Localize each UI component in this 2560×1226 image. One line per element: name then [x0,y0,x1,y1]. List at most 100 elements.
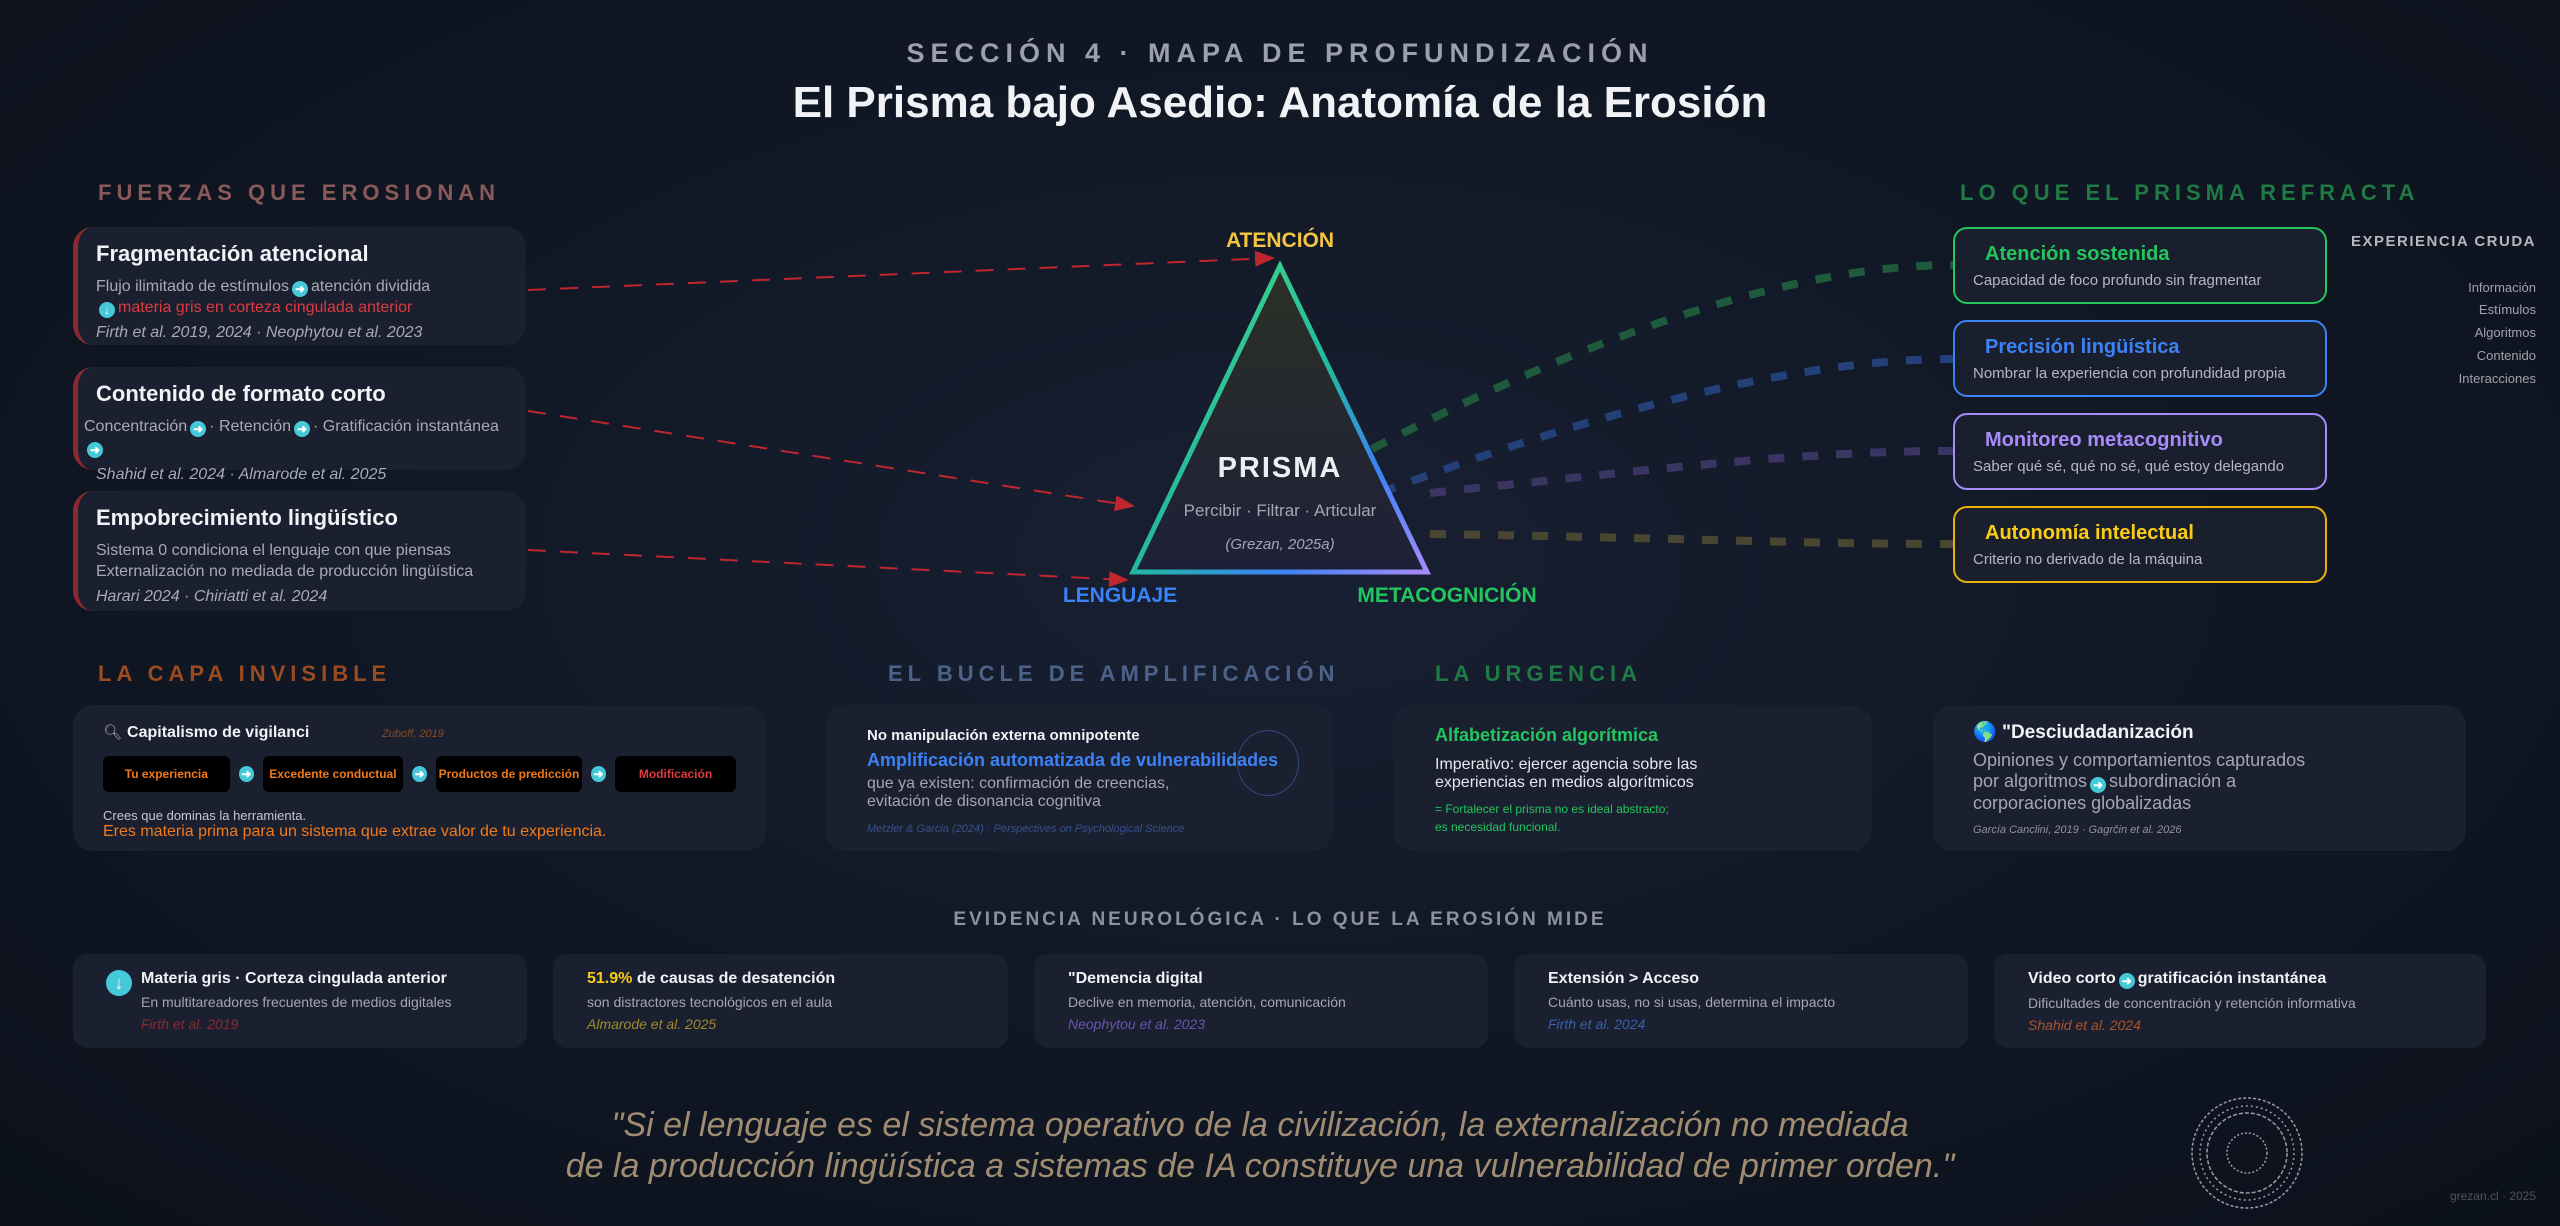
desciudadanizacion-line: corporaciones globalizadas [1973,793,2192,813]
closing-quote: "Si el lenguaje es el sistema operativo … [430,1105,2090,1187]
raw-item: Información [2468,280,2536,295]
force-cite: Firth et al. 2019, 2024 · Neophytou et a… [96,324,423,341]
evidence-cite: Firth et al. 2019 [141,1016,239,1032]
desciudadanizacion-line: Opiniones y comportamientos capturados [1973,750,2306,770]
prism-vertex-atencion: ATENCIÓN [1225,229,1335,252]
magnifier-icon: 🔍︎ [103,724,123,741]
loop-circle-icon [1237,730,1299,796]
desciudadanizacion-title: "Desciudadanización [2001,722,2194,743]
urgency-card: Alfabetización algorítmica Imperativo: e… [1393,705,1872,851]
desciudadanizacion-line: subordinación a [2109,771,2237,791]
refract-heading: LO QUE EL PRISMA REFRACTA [1960,180,2420,205]
evidence-title: "Demencia digital [1068,970,1203,987]
prism-cite: (Grezan, 2025a) [1225,536,1335,553]
evidence-cite: Neophytou et al. 2023 [1068,1016,1205,1032]
ray-precision [1378,355,1954,497]
force-text: Externalización no mediada de producción… [96,563,474,580]
refract-desc: Capacidad de foco profundo sin fragmenta… [1973,272,2262,289]
refract-desc: Nombrar la experiencia con profundidad p… [1973,365,2286,382]
invisible-heading: LA CAPA INVISIBLE [98,661,392,686]
prism-vertex-lenguaje: LENGUAJE [1062,584,1178,607]
force-cite: Shahid et al. 2024 · Almarode et al. 202… [96,466,387,483]
desciudadanizacion-line: por algoritmos [1973,771,2088,791]
raw-heading: EXPERIENCIA CRUDA [2351,233,2536,250]
arrow-right-icon: ➜ [2090,777,2107,793]
urgency-title: Alfabetización algorítmica [1435,725,1659,745]
loop-line: que ya existen: confirmación de creencia… [867,775,1170,792]
arrow-right-icon: ➜ [294,421,310,437]
evidence-card-desatencion: 51.9% de causas de desatención son distr… [553,954,1008,1048]
force-text: · Gratificación instantánea [313,418,499,435]
refract-desc: Criterio no derivado de la máquina [1973,551,2203,568]
invisible-title: Capitalismo de vigilanci [127,724,310,741]
section-kicker: SECCIÓN 4 · MAPA DE PROFUNDIZACIÓN [906,38,1654,68]
connector-formato-corto [527,410,1135,512]
quote-line: de la producción lingüística a sistemas … [565,1147,1955,1185]
arrow-right-icon: ➜ [411,766,428,782]
raw-item: Contenido [2476,348,2536,363]
evidence-desc: son distractores tecnológicos en el aula [587,994,833,1010]
loop-line: No manipulación externa omnipotente [867,727,1140,744]
page-title: El Prisma bajo Asedio: Anatomía de la Er… [792,78,1768,127]
arrow-down-icon: ↓ [99,302,115,318]
invisible-line1: Crees que dominas la herramienta. [103,808,307,823]
force-text: · Retención [209,418,291,435]
loop-line: evitación de disonancia cognitiva [867,793,1101,810]
evidence-cite: Shahid et al. 2024 [2028,1017,2141,1033]
force-highlight: materia gris en corteza cingulada anteri… [118,299,413,316]
loop-highlight: Amplificación automatizada de vulnerabil… [867,750,1279,770]
force-text: atención dividida [310,278,431,295]
chain-step: Excedente conductual [262,756,403,792]
chain-step: Modificación [615,756,736,792]
refract-title: Precisión lingüística [1985,336,2180,358]
force-title: Fragmentación atencional [96,241,369,266]
prism-verbs: Percibir · Filtrar · Articular [1183,501,1377,520]
prism-name: PRISMA [1217,452,1343,484]
globe-icon: 🌎 [1973,722,1997,743]
connector-linguistico [527,549,1129,588]
evidence-title: gratificación instantánea [2137,970,2327,987]
evidence-card-extension: Extensión > Acceso Cuánto usas, no si us… [1514,954,1968,1048]
force-card-linguistico: Empobrecimiento lingüístico Sistema 0 co… [73,491,526,611]
refract-title: Atención sostenida [1985,243,2170,265]
ray-monitoreo [1429,447,1954,497]
evidence-desc: Cuánto usas, no si usas, determina el im… [1548,994,1836,1010]
invisible-line2: Eres materia prima para un sistema que e… [103,823,607,840]
evidence-cite: Almarode et al. 2025 [587,1016,717,1032]
loop-heading: EL BUCLE DE AMPLIFICACIÓN [888,661,1340,686]
evidence-title: de causas de desatención [632,970,836,987]
evidence-desc: Declive en memoria, atención, comunicaci… [1068,994,1346,1010]
force-text: Sistema 0 condiciona el lenguaje con que… [96,542,451,559]
evidence-cite: Firth et al. 2024 [1548,1016,1646,1032]
urgency-line: Imperativo: ejercer agencia sobre las [1435,756,1698,773]
invisible-cite: Zuboff, 2019 [382,728,444,740]
arrow-right-icon: ➜ [590,766,607,782]
refract-title: Autonomía intelectual [1985,522,2194,544]
evidence-stat: 51.9% [587,970,633,987]
prism-vertex-metacognicion: METACOGNICIÓN [1357,584,1537,607]
chain-step: Productos de predicción [436,756,582,792]
loop-card: No manipulación externa omnipotente Ampl… [825,705,1333,851]
evidence-title: Extensión > Acceso [1548,970,1700,987]
evidence-card-video-corto: Video corto➜gratificación instantánea Di… [1994,954,2486,1048]
connector-fragmentacion [527,250,1275,291]
footer-brand: grezan.cl · 2025 [2449,1189,2536,1203]
quote-line: "Si el lenguaje es el sistema operativo … [611,1106,1909,1144]
evidence-title: Video corto [2028,970,2116,987]
refract-desc: Saber qué sé, qué no sé, qué estoy deleg… [1973,458,2285,475]
evidence-heading: EVIDENCIA NEUROLÓGICA · LO QUE LA EROSIÓ… [953,909,1607,930]
urgency-line: experiencias en medios algorítmicos [1435,774,1694,791]
evidence-title: Materia gris · Corteza cingulada anterio… [141,970,447,987]
desciudadanizacion-cite: García Canclini, 2019 · Gagrčin et al. 2… [1973,824,2182,836]
arrow-right-icon: ➜ [87,442,103,458]
logo-seal [2191,1097,2303,1209]
force-text: Concentración [84,418,188,435]
refract-title: Monitoreo metacognitivo [1985,429,2223,451]
forces-heading: FUERZAS QUE EROSIONAN [98,180,501,205]
desciudadanizacion-card: 🌎 "Desciudadanización Opiniones y compor… [1933,705,2466,851]
